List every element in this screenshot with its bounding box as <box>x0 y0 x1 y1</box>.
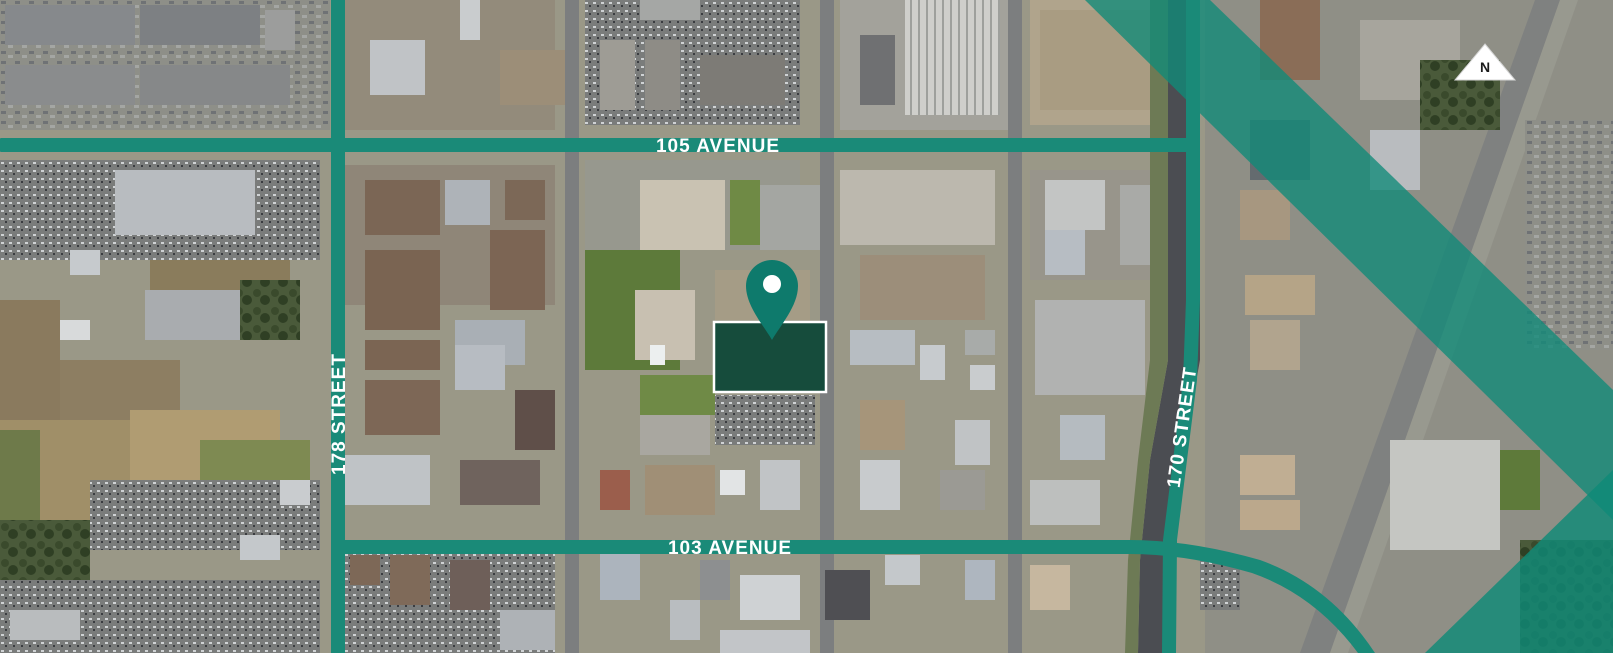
label-105-avenue: 105 AVENUE <box>656 136 780 157</box>
north-arrow-icon: N <box>1453 43 1517 81</box>
north-label: N <box>1480 59 1490 75</box>
road-170-street[interactable] <box>1162 0 1200 653</box>
road-103-avenue[interactable] <box>338 540 1375 653</box>
map-pin-icon[interactable] <box>746 260 798 340</box>
road-105-avenue[interactable] <box>0 138 1195 152</box>
road-overlays <box>0 0 1375 653</box>
label-178-street: 178 STREET <box>329 353 350 475</box>
label-103-avenue: 103 AVENUE <box>668 538 792 559</box>
diagonal-band-overlay-corner <box>1425 470 1613 653</box>
road-178-street[interactable] <box>331 0 345 653</box>
diagonal-band-overlay <box>1085 0 1613 520</box>
